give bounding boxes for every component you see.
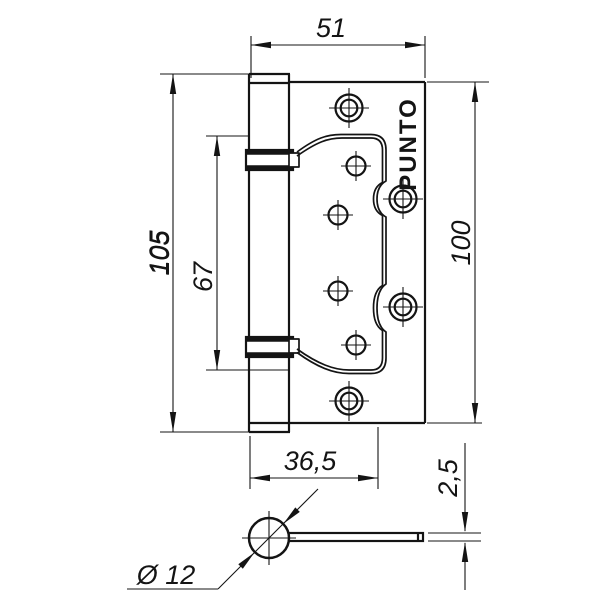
dim-overall-height-text: 105	[145, 229, 175, 275]
dimension-plate-height: 100	[427, 81, 489, 424]
leaf-tab-bottom	[288, 338, 300, 354]
dimension-barrel-diameter: Ø 12	[127, 488, 319, 590]
dimension-inner-height: 67	[188, 135, 289, 371]
dim-plate-width-value: 51	[316, 13, 346, 43]
dimension-overall-height: 105 105	[144, 73, 249, 433]
dim-plate-height-value: 100	[446, 220, 476, 265]
screw-hole-small-3	[323, 276, 353, 306]
screw-hole-small-1	[341, 151, 371, 181]
front-view: PUNTO	[244, 72, 427, 434]
leaf-tab-top	[288, 152, 300, 168]
dimension-plate-width: 51	[250, 13, 426, 78]
screw-hole-large-top	[329, 88, 369, 128]
dim-thickness-value: 2,5	[433, 458, 463, 498]
hinge-plate-outline	[249, 80, 427, 425]
brand-label: PUNTO	[395, 97, 422, 191]
dimension-thickness: 2,5	[428, 443, 481, 590]
screw-hole-large-bottom	[329, 381, 369, 421]
screw-hole-small-4	[341, 330, 371, 360]
screw-hole-large-right-lower	[383, 287, 423, 327]
hinge-barrel	[247, 72, 291, 434]
dimension-leaf-width: 36,5	[249, 427, 379, 489]
screw-hole-large-right-upper	[383, 179, 423, 219]
dim-overall-height-value: 105	[144, 229, 174, 275]
dim-leaf-width-value: 36,5	[284, 446, 338, 476]
side-view-plate	[286, 531, 425, 543]
folded-leaf-contour	[296, 133, 387, 375]
dim-barrel-diameter-value: Ø 12	[136, 560, 196, 590]
screw-hole-small-2	[323, 200, 353, 230]
knuckle-blocks	[244, 148, 300, 359]
dim-inner-height-value: 67	[188, 261, 218, 292]
